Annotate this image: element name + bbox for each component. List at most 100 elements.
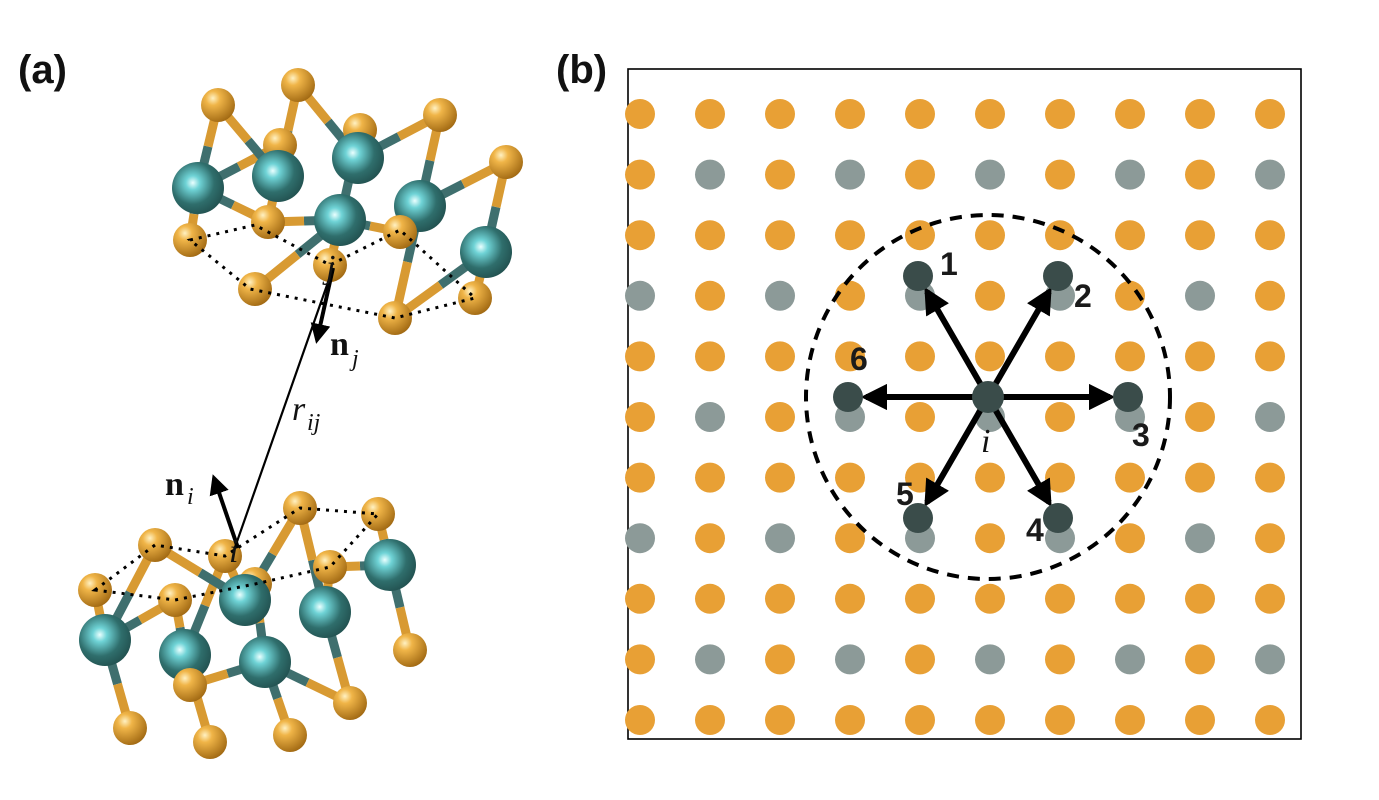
lower-metal-atom [239,636,291,688]
lattice-site [905,644,935,675]
lattice-site [1185,402,1215,432]
neighbor-atom [903,261,933,291]
lattice-site [975,280,1005,311]
lattice-site [1255,705,1285,735]
lattice-site [765,99,795,129]
lattice-site [1115,583,1145,614]
upper-chalcogen-atom [281,68,315,102]
lattice-site [975,705,1005,735]
lattice-site [1255,402,1285,432]
lattice-site [765,280,795,311]
lattice-site [765,462,795,493]
neighbor-label: 1 [940,246,958,282]
lattice-site [835,341,865,372]
upper-metal-atom [172,162,224,214]
lattice-site [625,341,655,372]
neighbor-arrow [985,395,1052,507]
lattice-site [625,280,655,311]
svg-text:r: r [292,391,306,428]
neighbor-arrows [860,287,1116,507]
upper-metal-atom [460,226,512,278]
neighbor-atom [1113,382,1143,412]
lattice-site [695,280,725,311]
lower-metal-atom [299,586,351,638]
neighbor-arrow [924,287,991,399]
upper-chalcogen-atom [423,98,457,132]
lattice-site [1185,341,1215,372]
lattice-site [695,159,725,190]
upper-metal-atom [314,194,366,246]
lattice-site [765,644,795,675]
lower-atoms [78,491,427,759]
lattice-site [1115,523,1145,554]
panel-b-frame [627,68,1302,740]
upper-metal-atom [252,150,304,202]
lattice-site [905,99,935,129]
lattice-site [1255,220,1285,251]
lattice-site [695,523,725,554]
upper-chalcogen-atom [458,281,492,315]
neighbor-label: 3 [1132,417,1150,453]
lattice-site [625,462,655,493]
neighbor-arrow [924,395,991,507]
lattice-site [1045,402,1075,432]
lower-dotted-hexagon [91,506,382,602]
lattice-site [1115,341,1145,372]
lattice-site [835,462,865,493]
lattice-site [695,402,725,432]
lattice-site [625,220,655,251]
lattice-site [975,583,1005,614]
lattice-site [905,159,935,190]
lattice-site [1255,583,1285,614]
lattice-site [1115,220,1145,251]
neighbor-atom [1043,503,1073,533]
lattice-site [1255,280,1285,311]
lattice-site [695,220,725,251]
lattice-site [975,159,1005,190]
lattice-site [835,644,865,675]
lattice-site [1115,462,1145,493]
lattice-site [1045,159,1075,190]
neighbor-atoms [833,261,1143,533]
upper-chalcogen-atom [313,248,347,282]
svg-text:n: n [330,326,349,363]
upper-chalcogen-atom [251,205,285,239]
lattice-site [1255,99,1285,129]
neighbor-label: 6 [850,341,868,377]
lattice-site [1255,462,1285,493]
lower-metal-atom [364,539,416,591]
lower-metal-atom [219,574,271,626]
upper-chalcogen-atom [201,88,235,122]
center-atom [972,381,1004,413]
lattice-site [835,583,865,614]
lattice-site [1185,280,1215,311]
lattice-site [695,99,725,129]
lower-chalcogen-atom [333,686,367,720]
lattice-site [1045,341,1075,372]
neighbor-atom [1043,261,1073,291]
lattice-site [1045,220,1075,251]
lattice-site [835,280,865,311]
lattice-site [625,402,655,432]
lattice-site [695,462,725,493]
lower-metal-atom [79,614,131,666]
lattice-site [975,462,1005,493]
lattice-site [625,523,655,554]
lattice-site [975,644,1005,675]
lattice-site [765,341,795,372]
neighbor-arrow [985,287,1052,399]
svg-text:ij: ij [307,410,321,436]
neighbor-label: 2 [1074,278,1092,314]
lattice-site [625,644,655,675]
distance-label: r ij [292,391,321,436]
lattice-site [695,644,725,675]
lattice-site [1115,705,1145,735]
panel-a-label: (a) [18,48,67,92]
lattice-site [905,402,935,432]
lower-chalcogen-atom [313,550,347,584]
lattice-site [765,402,795,432]
atom-i-label: i [229,533,238,570]
lattice-site [1255,523,1285,554]
